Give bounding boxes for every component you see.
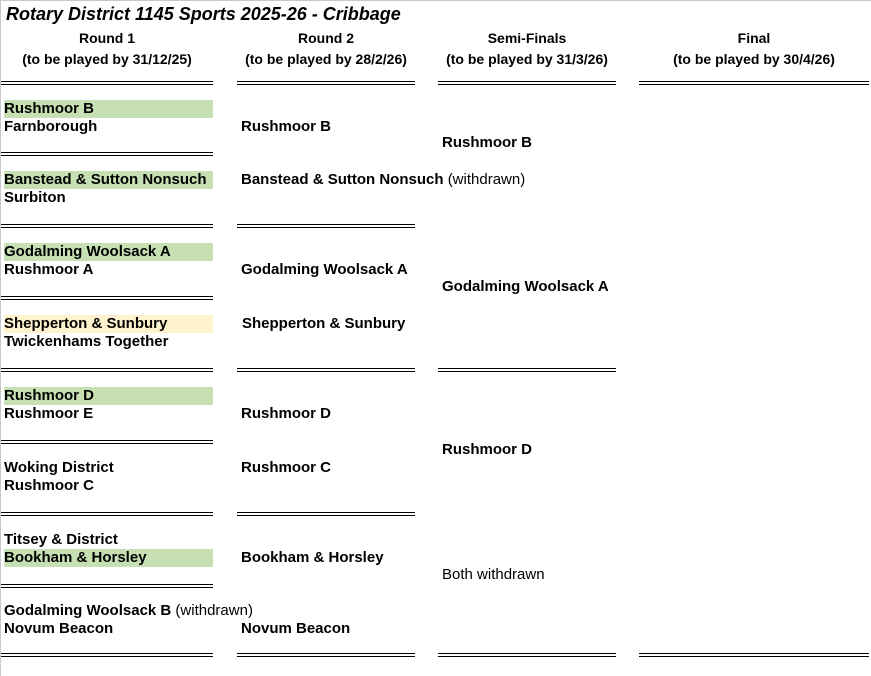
r1-team-15: Godalming Woolsack B (withdrawn) [4, 602, 253, 619]
header-round1-date: (to be played by 31/12/25) [22, 51, 192, 67]
header-rule [237, 81, 415, 85]
r2-team-4: Shepperton & Sunbury [242, 315, 406, 332]
r1-team-12: Rushmoor C [4, 477, 94, 494]
r1-team-8: Twickenhams Together [4, 333, 169, 350]
header-semis-label: Semi-Finals [487, 30, 567, 46]
sf-status: Both withdrawn [442, 566, 545, 583]
r1-team-1: Rushmoor B [4, 100, 213, 118]
match-divider [438, 653, 616, 657]
match-divider [1, 512, 213, 516]
r2-team-3: Godalming Woolsack A [241, 261, 408, 278]
r2-team-8: Novum Beacon [241, 620, 351, 637]
r1-team-6: Rushmoor A [4, 261, 94, 278]
header-round2-date: (to be played by 28/2/26) [245, 51, 407, 67]
match-divider [1, 584, 213, 588]
match-divider [1, 653, 213, 657]
header-semis-date: (to be played by 31/3/26) [446, 51, 608, 67]
r1-team-10: Rushmoor E [4, 405, 94, 422]
r2-team-7: Bookham & Horsley [241, 549, 384, 566]
header-round1-label: Round 1 [79, 30, 135, 46]
match-divider [237, 368, 415, 372]
r1-team-14: Bookham & Horsley [4, 549, 213, 567]
r2-team-1: Rushmoor B [241, 118, 331, 135]
r1-team-13: Titsey & District [4, 531, 118, 548]
match-divider [237, 512, 415, 516]
r1-team-3: Banstead & Sutton Nonsuch [4, 171, 213, 189]
withdrawn-note: (withdrawn) [175, 602, 253, 619]
header-round2-label: Round 2 [298, 30, 354, 46]
match-divider [438, 368, 616, 372]
sf-team-2: Godalming Woolsack A [442, 278, 609, 295]
r2-team-5: Rushmoor D [241, 405, 331, 422]
header-final-label: Final [737, 30, 771, 46]
r1-team-9: Rushmoor D [4, 387, 213, 405]
match-divider [1, 152, 213, 156]
page-title: Rotary District 1145 Sports 2025-26 - Cr… [6, 4, 401, 24]
r1-team-7: Shepperton & Sunbury [4, 315, 213, 333]
match-divider [1, 368, 213, 372]
r2-team-2: Banstead & Sutton Nonsuch (withdrawn) [241, 171, 526, 188]
final-rule [639, 653, 869, 657]
match-divider [1, 440, 213, 444]
match-divider [1, 296, 213, 300]
r1-team-16: Novum Beacon [4, 620, 114, 637]
match-divider [237, 224, 415, 228]
r2-team-6: Rushmoor C [241, 459, 331, 476]
r1-team-4: Surbiton [4, 189, 66, 206]
sf-team-1: Rushmoor B [442, 134, 532, 151]
header-rule [438, 81, 616, 85]
header-rule [1, 81, 213, 85]
r1-team-11: Woking District [4, 459, 114, 476]
r1-team-5: Godalming Woolsack A [4, 243, 213, 261]
sf-team-3: Rushmoor D [442, 441, 532, 458]
r1-team-2: Farnborough [4, 118, 98, 135]
withdrawn-note: (withdrawn) [447, 171, 526, 188]
match-divider [1, 224, 213, 228]
header-rule [639, 81, 869, 85]
header-final-date: (to be played by 30/4/26) [673, 51, 835, 67]
match-divider [237, 653, 415, 657]
